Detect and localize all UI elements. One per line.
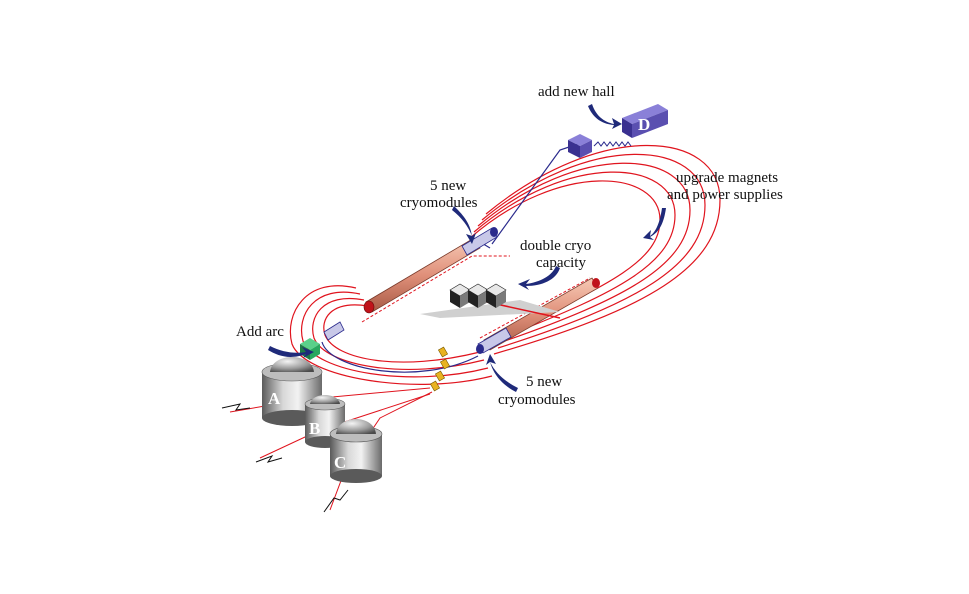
label-add-arc: Add arc <box>236 324 284 340</box>
hall-c: C <box>329 419 383 483</box>
label-new-cryo-bottom-line2: cryomodules <box>498 392 576 408</box>
cryo-block-1 <box>449 283 471 308</box>
arrow-double-cryo <box>518 266 560 290</box>
tagger-building <box>568 134 592 158</box>
arrow-add-arc <box>268 346 314 358</box>
label-upgrade-line1: upgrade magnets <box>676 170 778 186</box>
hall-d: D <box>622 104 668 138</box>
hall-a-label: A <box>268 389 281 408</box>
hall-d-complex: D <box>568 104 668 158</box>
arrow-add-new-hall <box>588 104 622 129</box>
add-arc-box <box>300 338 320 360</box>
label-double-cryo-line1: double cryo <box>520 238 591 254</box>
arrow-cryo-top <box>452 206 476 244</box>
cryo-plant <box>420 283 561 319</box>
hall-c-label: C <box>334 453 346 472</box>
labels: add new hall 5 new cryomodules upgrade m… <box>236 84 783 408</box>
cryo-block-3 <box>485 283 507 308</box>
callout-arrows <box>268 104 666 392</box>
label-upgrade-line2: and power supplies <box>667 187 783 203</box>
arrow-cryo-bottom <box>486 354 518 392</box>
cryo-block-2 <box>467 283 489 308</box>
label-double-cryo-line2: capacity <box>536 255 586 271</box>
label-add-new-hall: add new hall <box>538 84 615 100</box>
switchyard-magnets <box>429 346 451 392</box>
label-new-cryo-bottom-line1: 5 new <box>526 374 562 390</box>
hall-d-label: D <box>638 115 650 134</box>
label-new-cryo-top-line1: 5 new <box>430 178 466 194</box>
hall-b-label: B <box>309 419 320 438</box>
arrow-upgrade <box>643 208 666 240</box>
north-linac <box>363 227 498 314</box>
label-new-cryo-top-line2: cryomodules <box>400 195 478 211</box>
injector-module <box>323 321 345 341</box>
